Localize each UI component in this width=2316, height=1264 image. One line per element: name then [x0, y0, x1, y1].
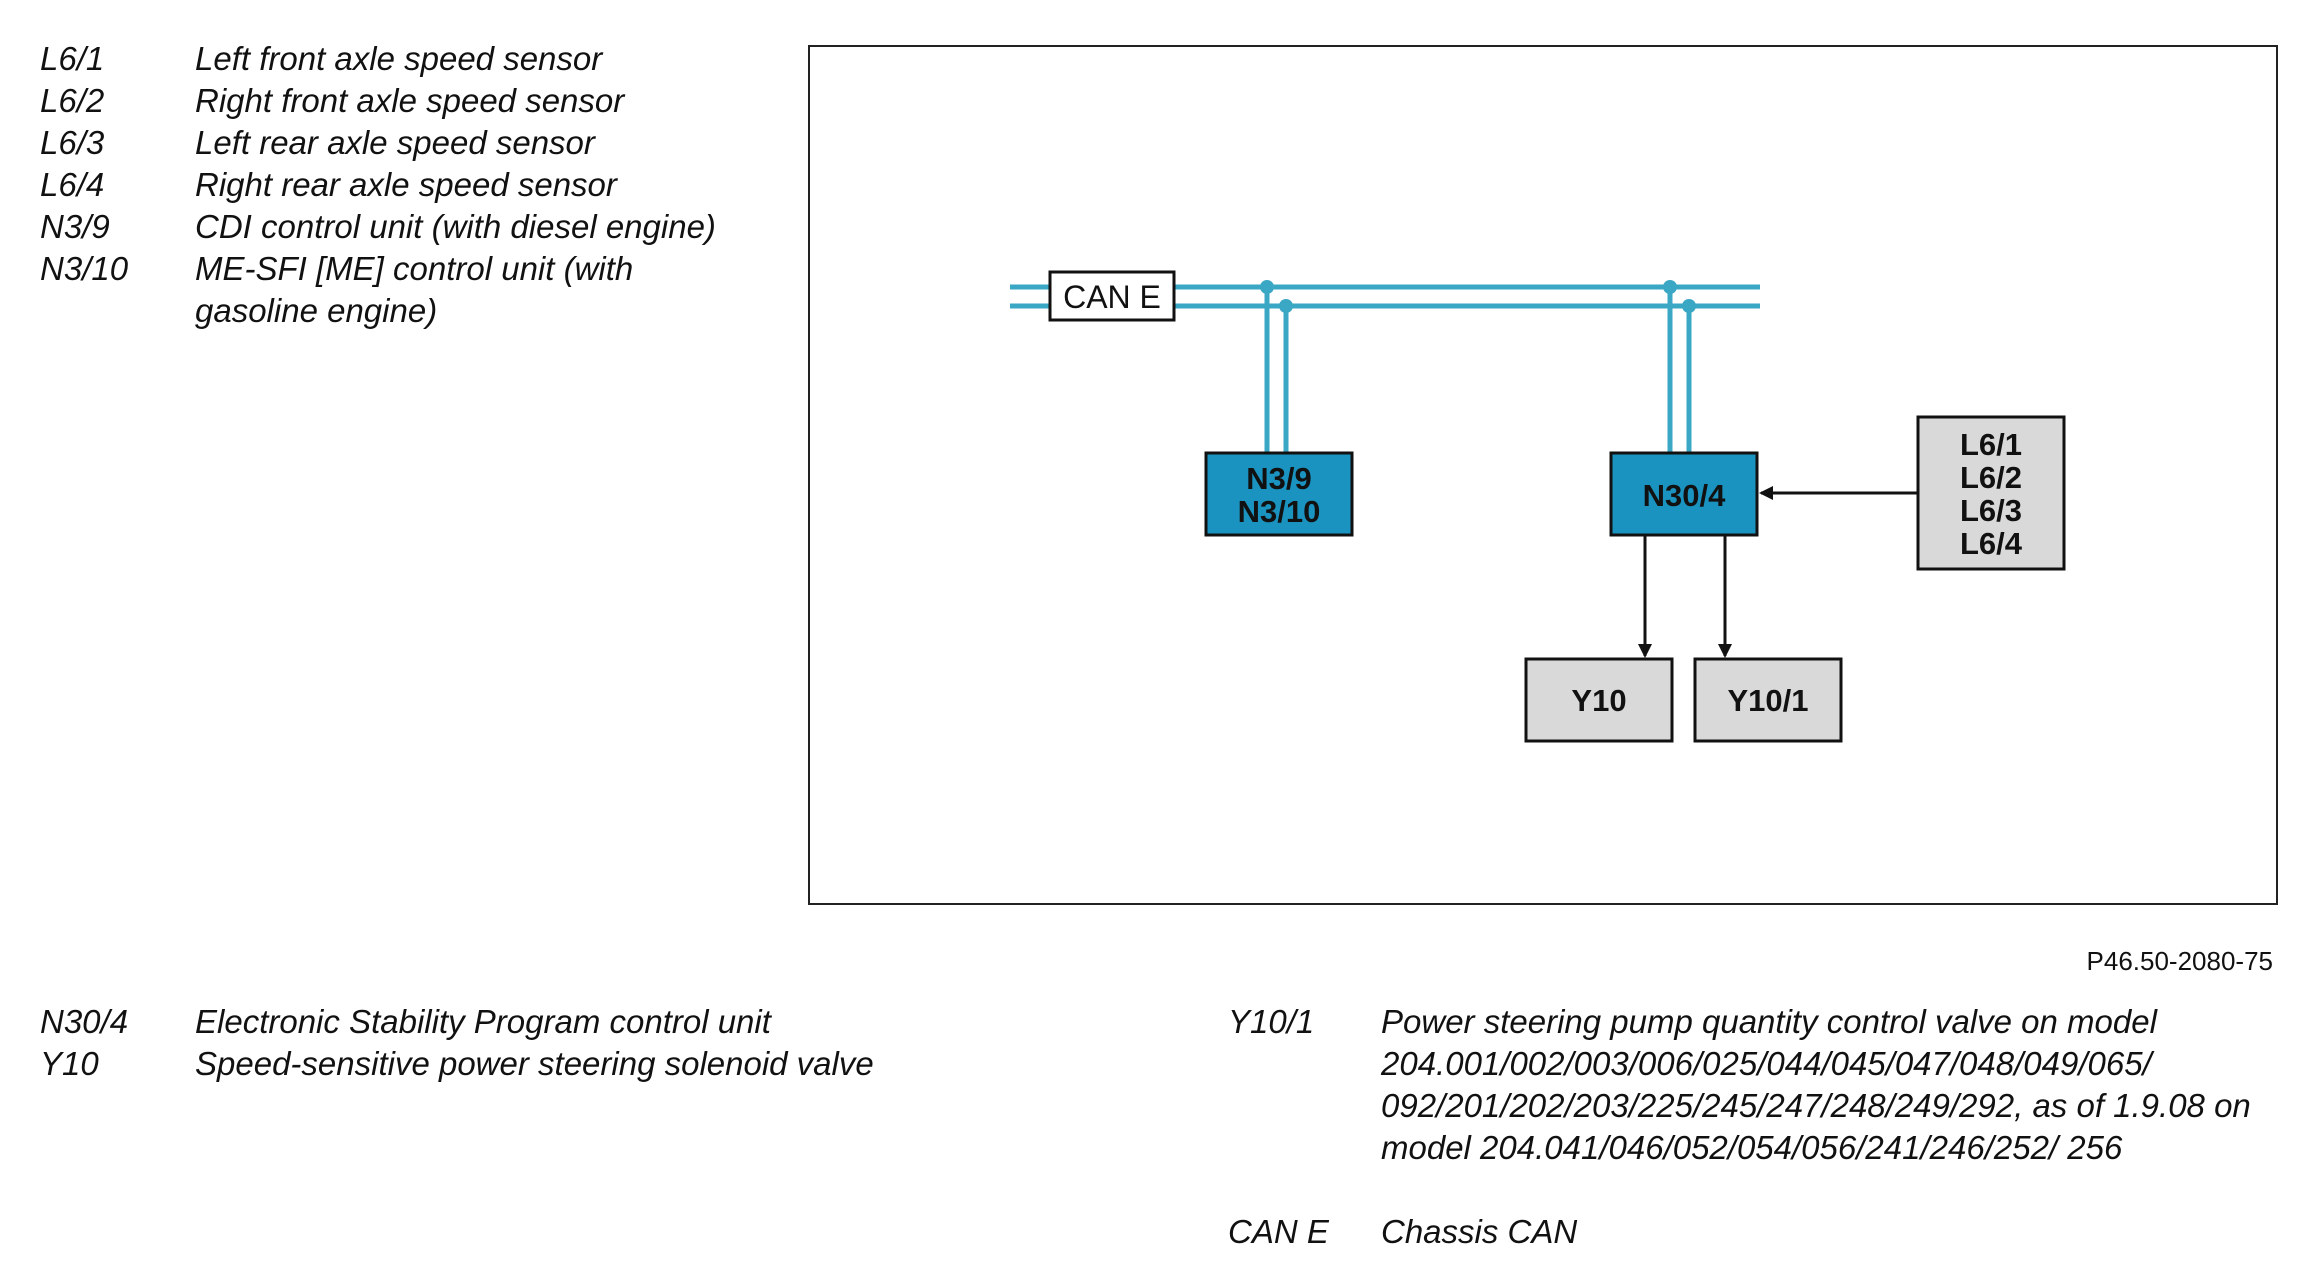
can-e-text: CAN E	[1063, 279, 1161, 315]
can-e-label: CAN E	[1048, 270, 1176, 322]
sensor-label: L6/1	[1960, 427, 2022, 462]
valve-y10: Y10	[1524, 657, 1674, 743]
legend-item: L6/4 Right rear axle speed sensor	[40, 164, 760, 206]
legend-item: Y10/1 Power steering pump quantity contr…	[1228, 1001, 2298, 1169]
legend-code: L6/4	[40, 166, 105, 203]
valve-y10-1: Y10/1	[1693, 657, 1843, 743]
legend-code: Y10/1	[1228, 1003, 1315, 1040]
sensor-label: L6/2	[1960, 460, 2022, 495]
figure-id: P46.50-2080-75	[2086, 946, 2273, 976]
esp-unit-label: N30/4	[1643, 478, 1726, 513]
legend-desc: Right front axle speed sensor	[195, 82, 625, 119]
legend-item: N3/9 CDI control unit (with diesel engin…	[40, 206, 760, 248]
diagram-canvas: CAN E N3/9 N3/10 N30/4 L6/1 L6/2 L6/3 L6…	[1010, 270, 2066, 743]
legend-code: N3/10	[40, 250, 129, 287]
legend-code: CAN E	[1228, 1213, 1329, 1250]
legend-top: L6/1 Left front axle speed sensor L6/2 R…	[40, 38, 760, 332]
legend-desc: Chassis CAN	[1381, 1213, 1578, 1250]
legend-code: Y10	[40, 1045, 99, 1082]
legend-code: L6/1	[40, 40, 105, 77]
bus-junctions	[1260, 280, 1696, 313]
legend-code: L6/3	[40, 124, 105, 161]
legend-item: L6/2 Right front axle speed sensor	[40, 80, 760, 122]
engine-unit-label-1: N3/9	[1246, 461, 1311, 496]
legend-desc: Right rear axle speed sensor	[195, 166, 617, 203]
legend-item: N30/4 Electronic Stability Program contr…	[40, 1001, 1160, 1043]
legend-item: Y10 Speed-sensitive power steering solen…	[40, 1043, 1160, 1085]
legend-code: L6/2	[40, 82, 105, 119]
legend-desc: Electronic Stability Program control uni…	[195, 1003, 771, 1040]
legend-code: N30/4	[40, 1003, 129, 1040]
engine-control-unit: N3/9 N3/10	[1204, 451, 1354, 537]
engine-unit-label-2: N3/10	[1238, 494, 1321, 529]
diagram-frame: CAN E N3/9 N3/10 N30/4 L6/1 L6/2 L6/3 L6…	[808, 45, 2278, 905]
legend-bottom-right: Y10/1 Power steering pump quantity contr…	[1228, 1001, 2298, 1253]
legend-item: L6/1 Left front axle speed sensor	[40, 38, 760, 80]
wheel-speed-sensors: L6/1 L6/2 L6/3 L6/4	[1916, 415, 2066, 571]
legend-item: N3/10 ME-SFI [ME] control unit (with gas…	[40, 248, 760, 332]
legend-code: N3/9	[40, 208, 110, 245]
legend-bottom-left: N30/4 Electronic Stability Program contr…	[40, 1001, 1160, 1085]
esp-control-unit: N30/4	[1609, 451, 1759, 537]
legend-desc: ME-SFI [ME] control unit (with gasoline …	[195, 250, 634, 329]
valve-y10-1-label: Y10/1	[1727, 683, 1808, 718]
legend-desc: Left rear axle speed sensor	[195, 124, 595, 161]
legend-desc: Left front axle speed sensor	[195, 40, 603, 77]
legend-item: L6/3 Left rear axle speed sensor	[40, 122, 760, 164]
legend-desc: Power steering pump quantity control val…	[1381, 1003, 2251, 1166]
sensor-label: L6/3	[1960, 493, 2022, 528]
valve-y10-label: Y10	[1571, 683, 1626, 718]
legend-item: CAN E Chassis CAN	[1228, 1211, 2298, 1253]
legend-desc: Speed-sensitive power steering solenoid …	[195, 1045, 874, 1082]
sensor-label: L6/4	[1960, 526, 2023, 561]
legend-desc: CDI control unit (with diesel engine)	[195, 208, 716, 245]
